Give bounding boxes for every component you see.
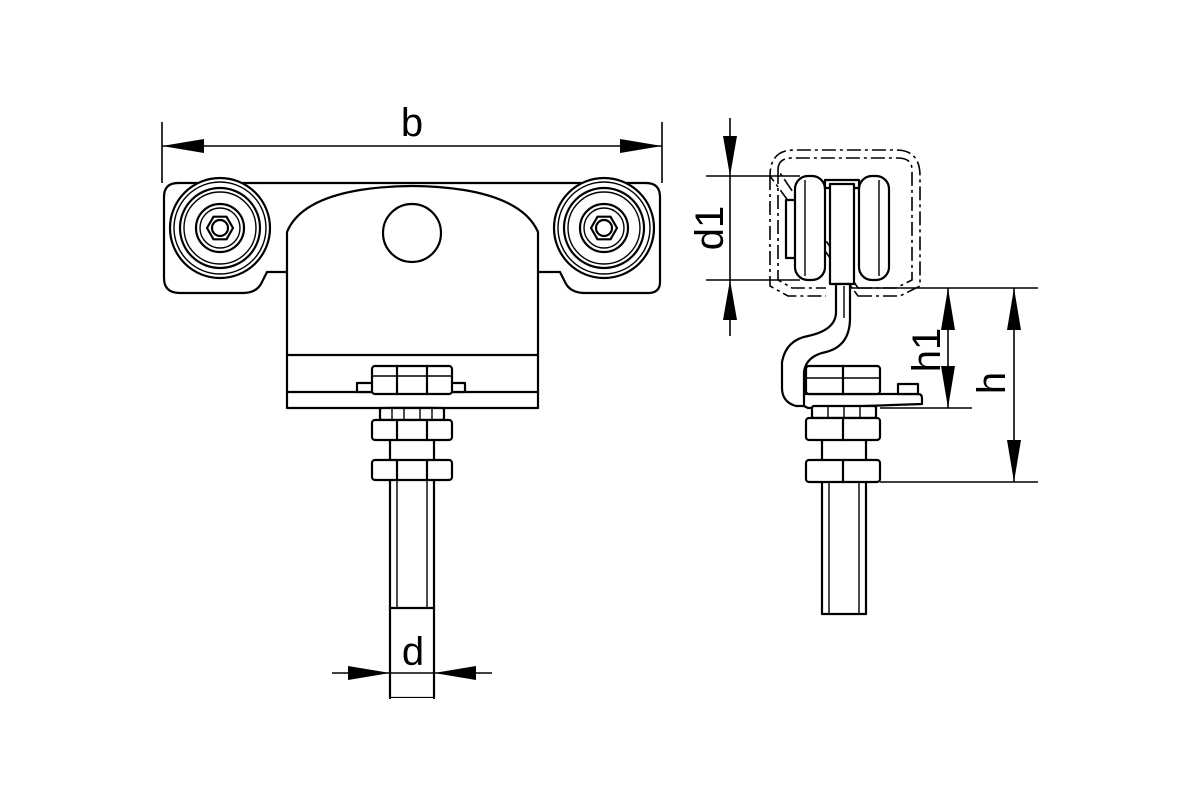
side-rod: [804, 404, 882, 616]
label-d: d: [402, 630, 424, 674]
pivot-pin: [381, 202, 443, 264]
dimension-b: b: [161, 101, 663, 183]
label-h1: h1: [905, 328, 949, 373]
side-wheels: [784, 174, 891, 286]
label-b: b: [401, 101, 423, 145]
dimension-h1: h1: [850, 287, 1038, 409]
side-view: d1 h1 h: [688, 118, 1038, 616]
left-wheel: [168, 176, 272, 280]
side-base-plate: [802, 364, 924, 410]
dimension-h: h: [880, 288, 1038, 483]
front-view: b d: [161, 101, 663, 700]
carriage-body: [285, 184, 540, 410]
dimension-d1: d1: [688, 118, 800, 336]
hanger-bracket: [780, 282, 852, 408]
label-d1: d1: [688, 206, 732, 251]
rail-profile: [769, 149, 921, 297]
dimension-d: d: [332, 612, 492, 698]
threaded-rod: [388, 406, 436, 700]
right-wheel: [552, 176, 656, 280]
label-h: h: [970, 372, 1014, 394]
top-nut: [355, 364, 467, 396]
rod-nuts: [370, 406, 454, 482]
